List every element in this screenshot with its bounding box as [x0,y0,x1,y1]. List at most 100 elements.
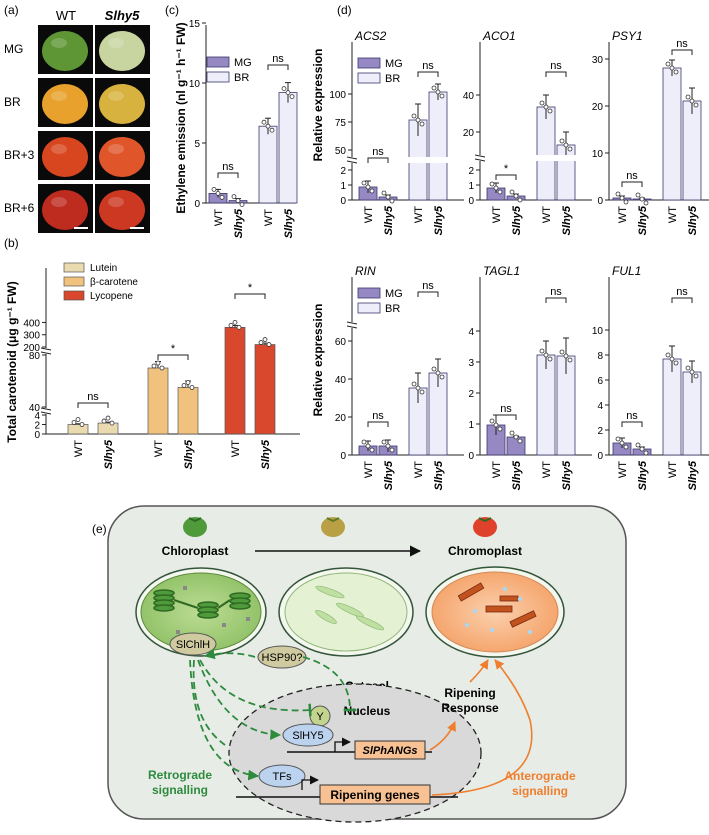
x-label: Slhy5 [561,205,573,235]
y-tick-label: 2 [468,166,474,177]
y-tick-label: 300 [23,331,40,342]
slphangs-label: SlPhANGs [362,745,417,757]
y-tick-label: 20 [463,128,475,139]
data-point [231,194,237,200]
sig-label: ns [626,170,638,182]
chloroplast-label: Chloroplast [162,544,229,558]
data-point [513,434,519,440]
axis-break-gap [41,408,301,414]
legend-label-br: BR [385,73,400,85]
expression-bar [662,67,682,201]
axis-break-gap [347,322,464,328]
x-label: WT [541,206,553,223]
data-point [265,123,271,129]
data-point [385,194,391,200]
data-point [643,450,649,456]
data-point [381,439,387,445]
y-tick-label: 0 [340,196,346,207]
data-point [513,193,519,199]
sig-label: ns [372,146,384,158]
x-label: Slhy5 [637,460,649,490]
ethylene-ylabel: Ethylene emission (nl g⁻¹ h⁻¹ FW) [174,22,188,213]
sig-label: ns [372,410,384,422]
sig-label: ns [500,403,512,415]
fruit-photo [42,137,88,177]
y-tick-label: 0 [468,196,474,207]
y-tick-label: 4 [34,411,40,422]
data-point [361,180,367,186]
data-point [497,426,503,432]
legend-label: Lycopene [90,291,133,302]
ripening-genes-label: Ripening genes [330,788,420,802]
expression-bar [536,106,556,201]
data-point [415,117,421,123]
legend-swatch-br [206,71,230,83]
carotenoid-bar [177,387,199,435]
red-fruit-icon [473,517,497,537]
data-point [411,381,417,387]
sig-label: * [504,163,509,175]
carotenoid-bar [67,424,89,435]
retrograde-label-2: signalling [152,783,208,797]
axis-break-gap [475,155,592,161]
data-point [211,186,217,192]
ripening-promoter [301,775,319,790]
y-tick-label: 10 [592,326,604,337]
data-point [105,415,111,421]
fruit-photo [42,84,88,124]
data-point [639,196,645,202]
fruit-photo [42,190,88,230]
ripening-response-label-2: Response [441,701,499,715]
sig-bracket [495,414,517,420]
expression-bar [682,371,702,456]
ripening-genes-box [319,784,431,805]
gene-title: PSY1 [612,29,643,43]
legend-label-mg: MG [385,58,403,70]
data-point [435,89,441,95]
y-tick-label: 20 [335,413,347,424]
expression-bar [258,125,278,204]
legend-swatch [63,262,85,273]
data-point [361,439,367,445]
sig-bracket [367,157,389,163]
green-fruit-icon [183,517,207,537]
data-point [543,104,549,110]
x-label: Slhy5 [433,205,445,235]
sig-label: ns [676,286,688,298]
data-point [109,420,115,426]
legend-label: β-carotene [90,277,138,288]
carotenoid-bar [147,367,169,435]
data-point [381,190,387,196]
expression-bar [662,358,682,456]
chromoplast-label: Chromoplast [448,544,522,558]
data-point [281,86,287,91]
data-point [623,444,629,450]
row-label: BR+6 [4,201,35,215]
hsp90-label: HSP90? [262,652,303,664]
axis-break-mark [474,154,486,158]
data-point [365,184,371,190]
data-point [389,447,395,453]
legend-swatch-mg [206,56,230,68]
fruit-highlight [108,197,124,207]
expression-ylabel-top: Relative expression [311,49,325,162]
data-point [289,94,295,99]
data-point [539,348,545,354]
fruit-photo [99,190,145,230]
legend-swatch-mg [357,287,381,299]
x-label: Slhy5 [233,208,245,238]
x-label: WT [230,440,242,457]
expression-bar [506,436,526,456]
fruit-photo [99,31,145,71]
data-point [643,200,649,206]
y-tick-label: 20 [592,102,604,113]
fruit-highlight [108,38,124,48]
data-point [435,370,441,376]
row-label: BR+3 [4,148,35,162]
y-tick-label: 40 [463,91,475,102]
y-tick-label: 3 [468,358,474,369]
data-point [547,356,553,362]
carotenoid-bar [97,422,119,435]
row-label: BR [4,95,21,109]
data-point [517,438,523,444]
